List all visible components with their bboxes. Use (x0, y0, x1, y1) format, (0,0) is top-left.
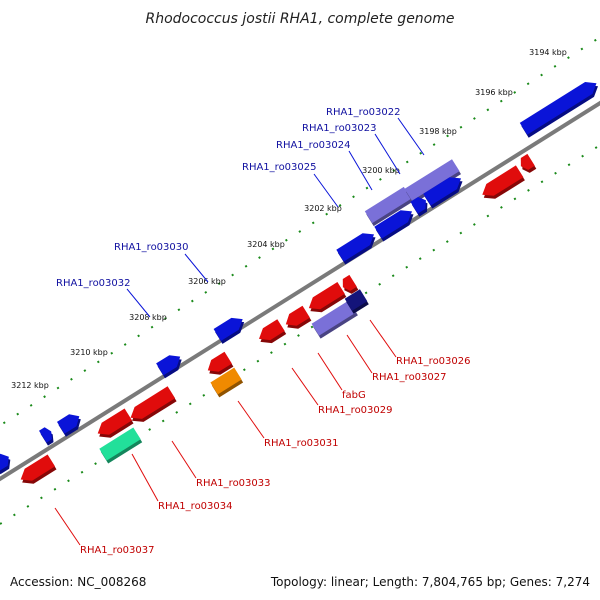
leader-line-lower-3 (291, 367, 319, 406)
tick-label-8: 3210 kbp (70, 348, 108, 357)
leader-line-upper-2 (348, 150, 373, 191)
gene-arrow-22[interactable] (130, 386, 177, 422)
gene-arrow-body (342, 274, 357, 291)
gene-arrow-24[interactable] (99, 427, 143, 464)
gene-arrow-body (259, 319, 285, 341)
leader-line-upper-1 (374, 133, 401, 175)
leader-line-upper-3 (313, 173, 339, 208)
gene-arrow-18[interactable] (311, 300, 358, 339)
gene-arrow-body (156, 355, 181, 376)
gene-arrow-body (308, 282, 345, 310)
leader-line-lower-7 (54, 507, 81, 546)
accession-text: Accession: NC_008268 (10, 575, 146, 589)
leader-line-upper-0 (397, 117, 425, 156)
genome-backbone (0, 100, 600, 482)
gene-label-upper-4[interactable]: RHA1_ro03030 (114, 242, 189, 253)
gene-arrow-body (20, 454, 55, 481)
gene-arrow-6[interactable] (336, 233, 376, 265)
gene-arrow-body (207, 351, 232, 372)
gene-arrow-body (210, 367, 242, 395)
gene-label-upper-1[interactable]: RHA1_ro03023 (302, 123, 377, 134)
genome-title: Rhodococcus jostii RHA1, complete genome (145, 11, 454, 27)
gene-arrow-16[interactable] (285, 305, 312, 329)
gene-label-upper-0[interactable]: RHA1_ro03022 (326, 107, 401, 118)
gene-arrow-body (520, 153, 535, 170)
gene-arrow-body (57, 414, 80, 434)
tick-label-5: 3204 kbp (247, 240, 285, 249)
gene-arrow-5[interactable] (374, 210, 414, 242)
gene-arrow-body (0, 453, 9, 471)
gene-label-lower-4[interactable]: RHA1_ro03031 (264, 438, 339, 449)
gene-arrow-12[interactable] (482, 165, 525, 199)
gene-label-upper-5[interactable]: RHA1_ro03032 (56, 278, 131, 289)
gene-arrow-11[interactable] (0, 453, 11, 475)
gene-arrow-17[interactable] (259, 319, 287, 344)
gene-arrow-9[interactable] (57, 414, 81, 437)
gene-label-lower-3[interactable]: RHA1_ro03029 (318, 405, 393, 416)
gene-arrow-20[interactable] (207, 351, 234, 375)
gene-arrow-body (311, 300, 357, 336)
gene-arrow-body (404, 159, 460, 201)
gene-arrow-15[interactable] (308, 282, 347, 313)
tick-label-4: 3202 kbp (304, 204, 342, 213)
gene-arrow-7[interactable] (213, 317, 245, 344)
gene-arrow-25[interactable] (20, 454, 57, 484)
gene-label-lower-7[interactable]: RHA1_ro03037 (80, 545, 155, 556)
gene-arrow-13[interactable] (520, 153, 537, 173)
leader-line-lower-1 (346, 334, 373, 374)
gene-arrow-8[interactable] (156, 355, 182, 379)
gene-arrow-4[interactable] (423, 177, 463, 209)
gene-arrow-0[interactable] (519, 82, 598, 138)
leader-line-lower-0 (369, 319, 397, 358)
gene-arrow-body (130, 386, 176, 419)
gene-arrow-23[interactable] (97, 408, 134, 438)
gene-label-lower-5[interactable]: RHA1_ro03033 (196, 478, 271, 489)
gene-label-lower-1[interactable]: RHA1_ro03027 (372, 372, 447, 383)
gene-label-lower-0[interactable]: RHA1_ro03026 (396, 356, 471, 367)
gene-arrow-body (519, 82, 597, 135)
leader-line-lower-6 (131, 453, 159, 502)
gene-arrow-body (213, 317, 243, 341)
gene-arrow-21[interactable] (210, 367, 244, 398)
tick-label-3: 3200 kbp (362, 166, 400, 175)
leader-line-lower-4 (237, 400, 265, 439)
gene-arrow-body (364, 186, 412, 224)
gene-arrow-body (374, 210, 412, 239)
leader-line-upper-5 (126, 288, 151, 318)
lower-dotted-track (0, 143, 600, 525)
tick-label-7: 3208 kbp (129, 313, 167, 322)
gene-arrow-body (99, 427, 141, 461)
gene-arrow-body (344, 289, 368, 311)
tick-label-2: 3198 kbp (419, 127, 457, 136)
gene-arrow-body (423, 177, 461, 206)
gene-arrow-body (285, 305, 310, 326)
tick-label-9: 3212 kbp (11, 381, 49, 390)
gene-arrow-body (39, 427, 52, 443)
leader-line-upper-4 (184, 253, 209, 283)
gene-arrow-14[interactable] (342, 274, 359, 294)
tick-label-1: 3196 kbp (475, 88, 513, 97)
genome-summary-text: Topology: linear; Length: 7,804,765 bp; … (270, 575, 590, 589)
gene-label-upper-3[interactable]: RHA1_ro03025 (242, 162, 317, 173)
leader-line-lower-2 (317, 352, 343, 391)
gene-label-upper-2[interactable]: RHA1_ro03024 (276, 140, 351, 151)
gene-arrow-1[interactable] (364, 186, 413, 227)
gene-arrow-19[interactable] (344, 289, 369, 314)
gene-arrow-10[interactable] (39, 427, 54, 446)
gene-arrow-body (482, 165, 524, 196)
gene-arrow-2[interactable] (404, 159, 462, 204)
gene-arrow-body (410, 197, 426, 214)
gene-arrow-body (336, 233, 374, 262)
gene-arrow-body (97, 408, 132, 435)
gene-label-lower-6[interactable]: RHA1_ro03034 (158, 501, 233, 512)
gene-arrow-3[interactable] (410, 197, 428, 217)
leader-line-lower-5 (171, 440, 197, 479)
gene-label-lower-2[interactable]: fabG (342, 390, 366, 401)
tick-label-0: 3194 kbp (529, 48, 567, 57)
